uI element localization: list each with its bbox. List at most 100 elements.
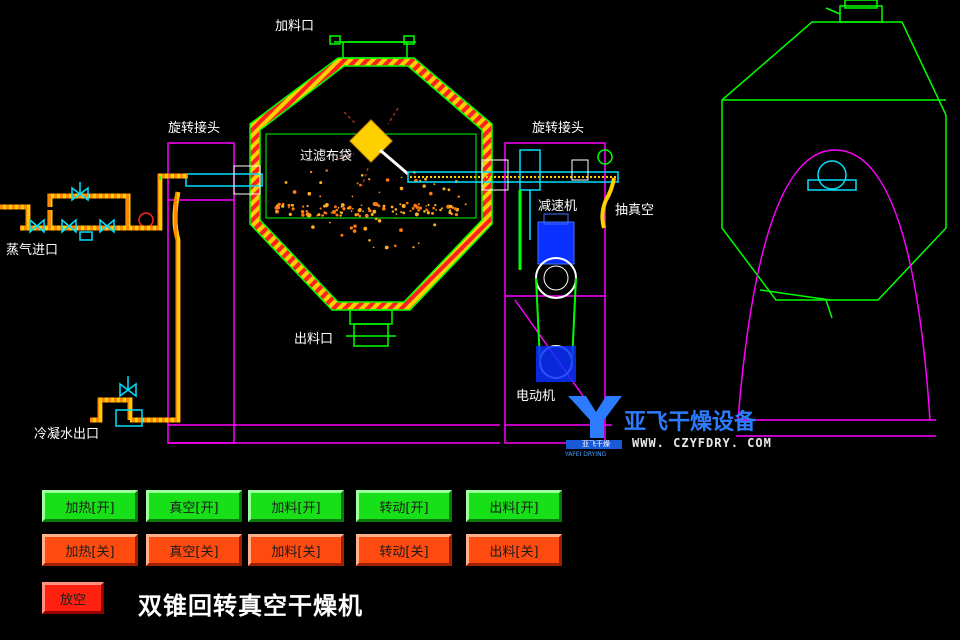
brand-logo-text: 亚飞干燥 [582,440,610,448]
particle [377,219,382,223]
steam-valves [29,182,143,427]
particle [453,207,458,211]
particle [432,206,436,210]
rotate-off-button[interactable]: 转动[关] [356,534,452,566]
particle [360,174,364,177]
particle [287,203,291,207]
particle [307,191,312,196]
discharge-label: 出料口 [294,332,334,347]
particle [349,226,353,230]
left-support-frame [167,142,500,444]
heat-on-button[interactable]: 加热[开] [42,490,138,522]
particle [358,214,362,218]
particle [431,212,434,215]
particle [394,244,397,248]
particle [413,203,418,208]
particle [422,184,426,188]
reducer-label: 减速机 [538,199,578,214]
discharge-flange [346,309,396,347]
particle [425,208,428,211]
particle [411,207,415,210]
particle [352,229,357,233]
particle [385,178,390,182]
particle [417,242,420,244]
particle [358,208,362,212]
particle [374,217,378,221]
particle [302,205,305,208]
steam-piping [0,173,188,423]
particle [342,207,346,211]
particle [277,206,281,210]
particle [370,213,374,216]
particle [447,188,451,192]
particle [434,204,437,207]
particle [415,212,419,217]
particle [442,187,446,191]
particle [339,211,342,214]
drive-train [518,190,577,382]
particle [306,214,310,218]
particle [423,210,426,213]
particle [334,205,337,209]
particle [400,176,403,179]
feed-on-button[interactable]: 加料[开] [248,490,344,522]
particle [359,183,362,187]
particle [274,206,279,210]
feed-off-button[interactable]: 加料[关] [248,534,344,566]
vacuum-on-button[interactable]: 真空[开] [146,490,242,522]
particle [448,209,452,212]
particle [394,217,397,219]
particle [288,206,290,209]
particle [341,204,344,207]
discharge-off-button[interactable]: 出料[关] [466,534,562,566]
particle [433,223,437,227]
rotate-on-button[interactable]: 转动[开] [356,490,452,522]
particle [301,211,303,214]
page-title: 双锥回转真空干燥机 [138,592,363,620]
particle [329,221,331,224]
particle [292,190,297,194]
particle [372,246,375,249]
particle [394,208,398,211]
vacuum-off-button[interactable]: 真空[关] [146,534,242,566]
particle [426,211,430,215]
particle [368,239,371,242]
particle [340,233,344,237]
inner-vessel [259,65,483,303]
particle [439,208,442,212]
particle [306,204,309,208]
heat-off-button[interactable]: 加热[关] [42,534,138,566]
particle [323,204,326,208]
particle [409,210,412,212]
feed-inlet-label: 加料口 [275,19,315,34]
particle [382,204,386,208]
particle [322,214,325,217]
particle [464,203,467,206]
particle [427,203,430,207]
filter-bag [335,107,409,187]
particle [435,209,438,211]
particle [425,205,428,207]
particle [406,201,409,205]
particle [402,211,406,215]
particle [401,204,406,208]
vent-button[interactable]: 放空 [42,582,104,614]
particle [356,182,359,185]
particle [363,226,368,231]
particle [417,203,420,206]
particle [288,212,292,216]
particle [368,208,372,213]
particle [412,246,415,249]
particle [353,224,357,228]
particle [311,225,315,229]
particle [275,210,278,213]
particle [364,213,369,218]
brand-name: 亚飞干燥设备 [624,410,757,435]
particle [360,204,363,207]
particle [281,204,285,208]
discharge-on-button[interactable]: 出料[开] [466,490,562,522]
particle [332,210,336,214]
particle [377,204,381,208]
particle [337,207,340,209]
